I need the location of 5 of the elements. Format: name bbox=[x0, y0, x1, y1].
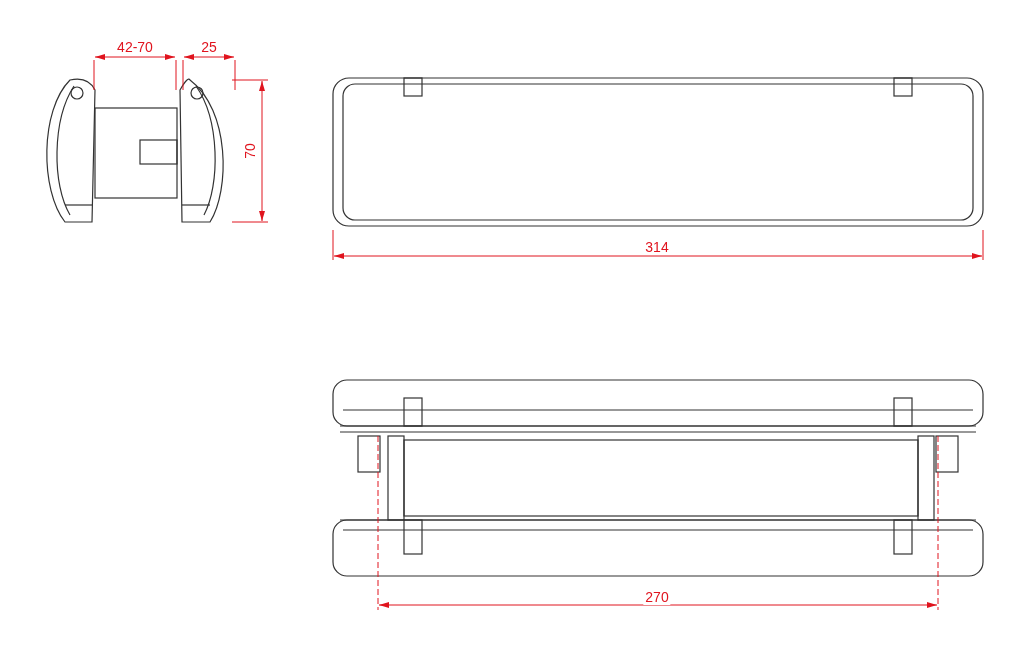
dimension-label: 25 bbox=[199, 39, 219, 55]
dimension-label: 42-70 bbox=[115, 39, 155, 55]
dimension-label: 270 bbox=[643, 589, 671, 605]
dimension-label: 70 bbox=[242, 141, 258, 161]
dimension-label: 314 bbox=[643, 239, 671, 255]
